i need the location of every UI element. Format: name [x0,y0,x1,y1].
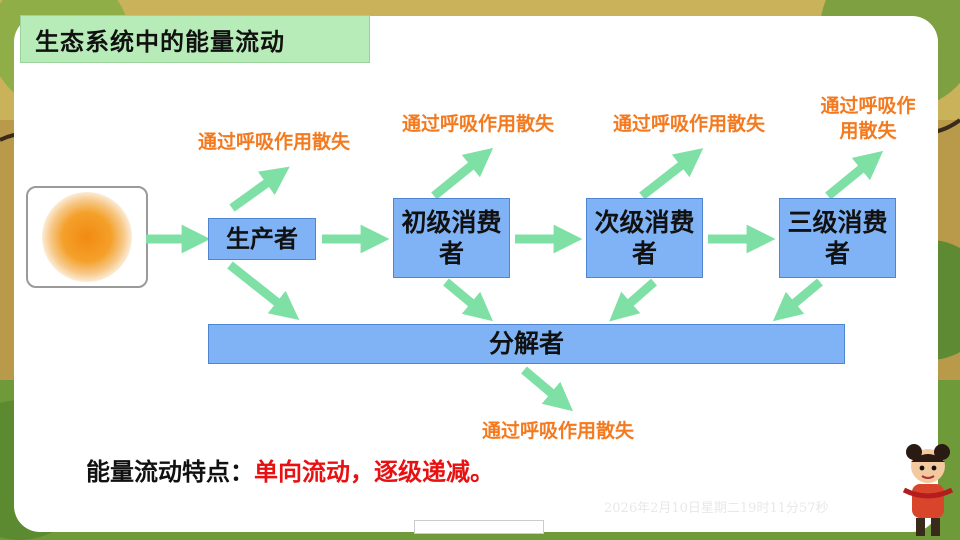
sun-image [26,186,148,288]
loss-label-secondary: 通过呼吸作用散失 [613,113,766,135]
node-primary-consumer: 初级消费者 [393,198,510,278]
loss-label-primary: 通过呼吸作用散失 [402,113,555,135]
arrow-decomposer-loss [521,366,574,412]
node-decomposer: 分解者 [208,324,845,364]
loss-label-producer: 通过呼吸作用散失 [198,131,351,153]
arrow-producer-loss [229,166,290,212]
cartoon-character [902,444,954,536]
loss-label-tertiary: 通过呼吸作用散失 [820,95,916,142]
node-secondary-consumer-label: 次级消费者 [594,207,695,268]
arrow-producer-to-decomposer [227,261,300,320]
feature-label: 能量流动特点： [86,458,254,486]
arrow-tertiary-to-decomposer [772,278,823,322]
node-tertiary-consumer-label: 三级消费者 [787,207,888,268]
feature-highlight: 单向流动，逐级递减。 [254,458,494,486]
page-title: 生态系统中的能量流动 [35,27,285,56]
node-secondary-consumer: 次级消费者 [586,198,703,278]
slide-footer-tab [414,520,544,534]
node-producer: 生产者 [208,218,316,260]
node-tertiary-consumer: 三级消费者 [779,198,896,278]
energy-flow-feature: 能量流动特点：单向流动，逐级递减。 [86,452,494,487]
loss-label-decomposer: 通过呼吸作用散失 [482,420,635,442]
arrow-primary-to-decomposer [443,278,494,322]
arrow-secondary-loss [639,148,704,200]
node-primary-consumer-label: 初级消费者 [401,207,502,268]
arrow-secondary-to-decomposer [609,278,657,322]
arrow-primary-loss [431,147,494,200]
sun-icon [42,192,132,282]
arrow-tertiary-loss [825,150,884,200]
title-bar: 生态系统中的能量流动 [20,15,370,63]
timestamp: 2026年2月10日星期二19时11分57秒 [604,501,829,516]
